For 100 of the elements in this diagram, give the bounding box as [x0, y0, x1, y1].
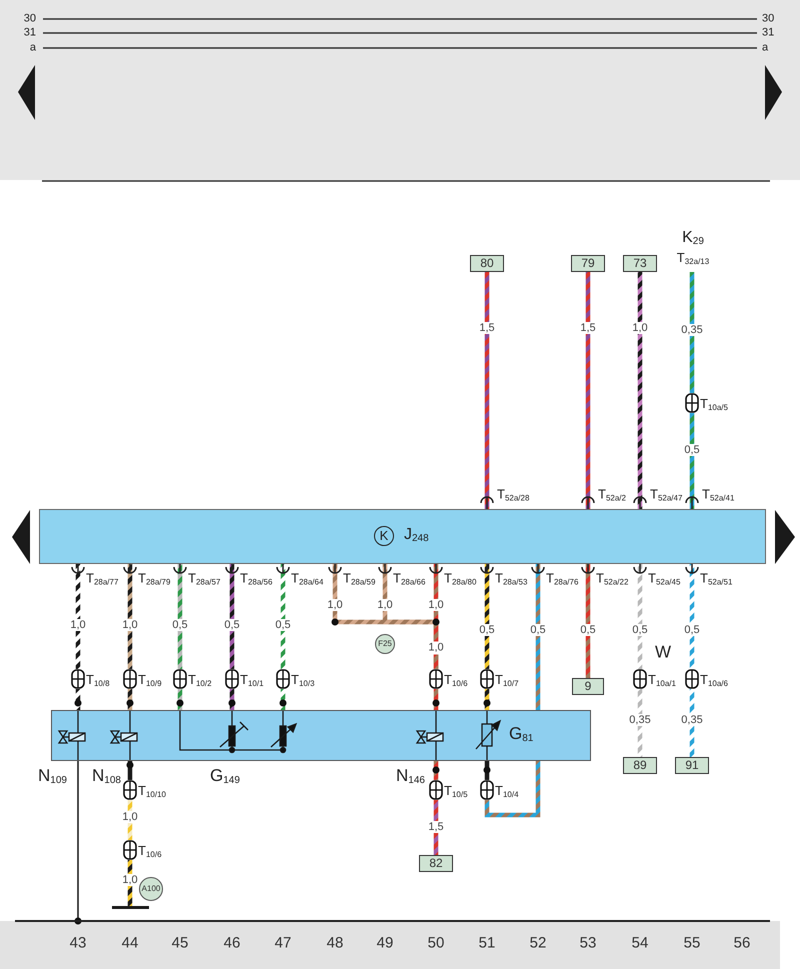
wire-gauge: 0,5	[683, 444, 701, 456]
wire	[77, 760, 79, 920]
wire	[690, 563, 694, 669]
wire-reference-box: 80	[470, 255, 504, 272]
connector-label: T$_{10/9}$	[138, 672, 162, 686]
wire-gauge: 1,0	[326, 599, 344, 611]
bus-label: 30	[24, 12, 36, 26]
diagnostic-symbol: K	[374, 526, 394, 546]
wire	[178, 563, 182, 669]
wire-gauge: 0,5	[631, 624, 649, 636]
connector-label: T$_{32a/13}$	[676, 249, 710, 268]
connector-label: T$_{10/10}$	[138, 782, 166, 798]
pin-label: T$_{52a/2}$	[598, 486, 626, 502]
wire	[586, 272, 590, 510]
connector-label: T$_{10/7}$	[495, 672, 519, 686]
pin-label: T$_{52a/41}$	[702, 486, 734, 502]
wire-gauge: 1,0	[69, 619, 87, 631]
connector-label: T$_{10a/1}$	[648, 672, 676, 686]
ground-symbol	[112, 906, 149, 909]
wire	[128, 760, 132, 780]
column-number: 55	[684, 934, 700, 952]
wire	[638, 272, 642, 510]
wire	[434, 800, 438, 855]
pin-label: T$_{28a/56}$	[240, 570, 272, 586]
wire	[128, 860, 132, 906]
wire	[484, 689, 490, 711]
component-label: G$_{81}$	[509, 724, 534, 744]
wire-gauge: 0,35	[628, 714, 652, 726]
wire-gauge: 1,5	[478, 322, 496, 334]
component-label: J$_{248}$	[404, 526, 429, 544]
ground-bus-line	[15, 920, 770, 922]
wire-gauge: 1,5	[579, 322, 597, 334]
wire-gauge: 0,5	[478, 624, 496, 636]
connector-label: T$_{10/6}$	[444, 672, 468, 686]
wire	[690, 413, 694, 510]
wire	[638, 563, 642, 669]
component-label: N$_{146}$	[396, 766, 425, 786]
bus-label: 31	[762, 26, 774, 40]
wire-gauge: 1,0	[121, 874, 139, 886]
pin-label: T$_{52a/45}$	[648, 570, 680, 586]
wire	[230, 689, 234, 711]
wire-reference-box: 82	[419, 855, 453, 872]
wire-gauge: 0,5	[579, 624, 597, 636]
bus-label: a	[30, 42, 36, 54]
bus-label: a	[762, 42, 768, 54]
pin-label: T$_{28a/76}$	[546, 570, 578, 586]
column-number: 44	[122, 934, 138, 952]
wire-gauge: 1,0	[121, 619, 139, 631]
connector-label: T$_{10/5}$	[444, 782, 468, 798]
component-label: K$_{29}$	[682, 228, 704, 248]
wire	[434, 760, 438, 780]
pin-label: T$_{52a/51}$	[700, 570, 732, 586]
pin-label: T$_{52a/28}$	[497, 486, 530, 502]
wire	[638, 689, 642, 757]
wire-gauge: 0,5	[683, 624, 701, 636]
component-label: N$_{109}$	[38, 766, 67, 786]
column-number: 51	[478, 934, 496, 952]
connector-label: T$_{10/8}$	[86, 672, 110, 686]
wire-gauge: 0,35	[680, 714, 704, 726]
bus-label: 31	[24, 26, 36, 40]
wire	[484, 563, 490, 669]
column-number: 56	[734, 934, 750, 952]
column-number: 50	[428, 934, 444, 952]
wire-gauge: 0,5	[274, 619, 292, 631]
wire	[280, 563, 286, 669]
wire-gauge: 1,0	[427, 599, 445, 611]
wire-reference-box: 89	[623, 757, 657, 774]
wire	[76, 563, 80, 669]
column-number: 48	[326, 934, 344, 952]
wire-gauge: 1,0	[121, 811, 139, 823]
wire-gauge: 1,0	[631, 322, 649, 334]
wire-reference-box: 79	[571, 255, 605, 272]
column-number: 47	[274, 934, 292, 952]
wire	[690, 272, 694, 393]
wire	[128, 563, 132, 669]
wire	[76, 689, 80, 711]
column-number: 49	[376, 934, 394, 952]
column-number: 52	[530, 934, 546, 952]
connector-label: T$_{10/3}$	[291, 672, 315, 686]
column-number: 45	[172, 934, 188, 952]
connector-label: T$_{10/2}$	[188, 672, 212, 686]
wire	[484, 760, 490, 780]
component-label: N$_{108}$	[92, 766, 121, 786]
wire	[128, 689, 132, 711]
pin-label: T$_{28a/79}$	[138, 570, 170, 586]
wire-gauge: 0,35	[680, 324, 704, 336]
wire-gauge: 0,5	[529, 624, 547, 636]
wire-reference-box: 9	[572, 678, 604, 695]
wire	[484, 272, 490, 510]
wire-gauge: 0,5	[223, 619, 241, 631]
wire	[434, 563, 438, 669]
pin-label: T$_{28a/77}$	[86, 570, 118, 586]
wire	[434, 689, 438, 711]
wire-gauge: 1,0	[376, 599, 394, 611]
pin-label: T$_{28a/53}$	[495, 570, 528, 586]
column-number: 46	[224, 934, 240, 952]
pin-label: T$_{28a/66}$	[393, 570, 426, 586]
wire	[690, 689, 694, 757]
component-label: G$_{149}$	[210, 766, 240, 786]
pin-label: T$_{28a/57}$	[188, 570, 220, 586]
